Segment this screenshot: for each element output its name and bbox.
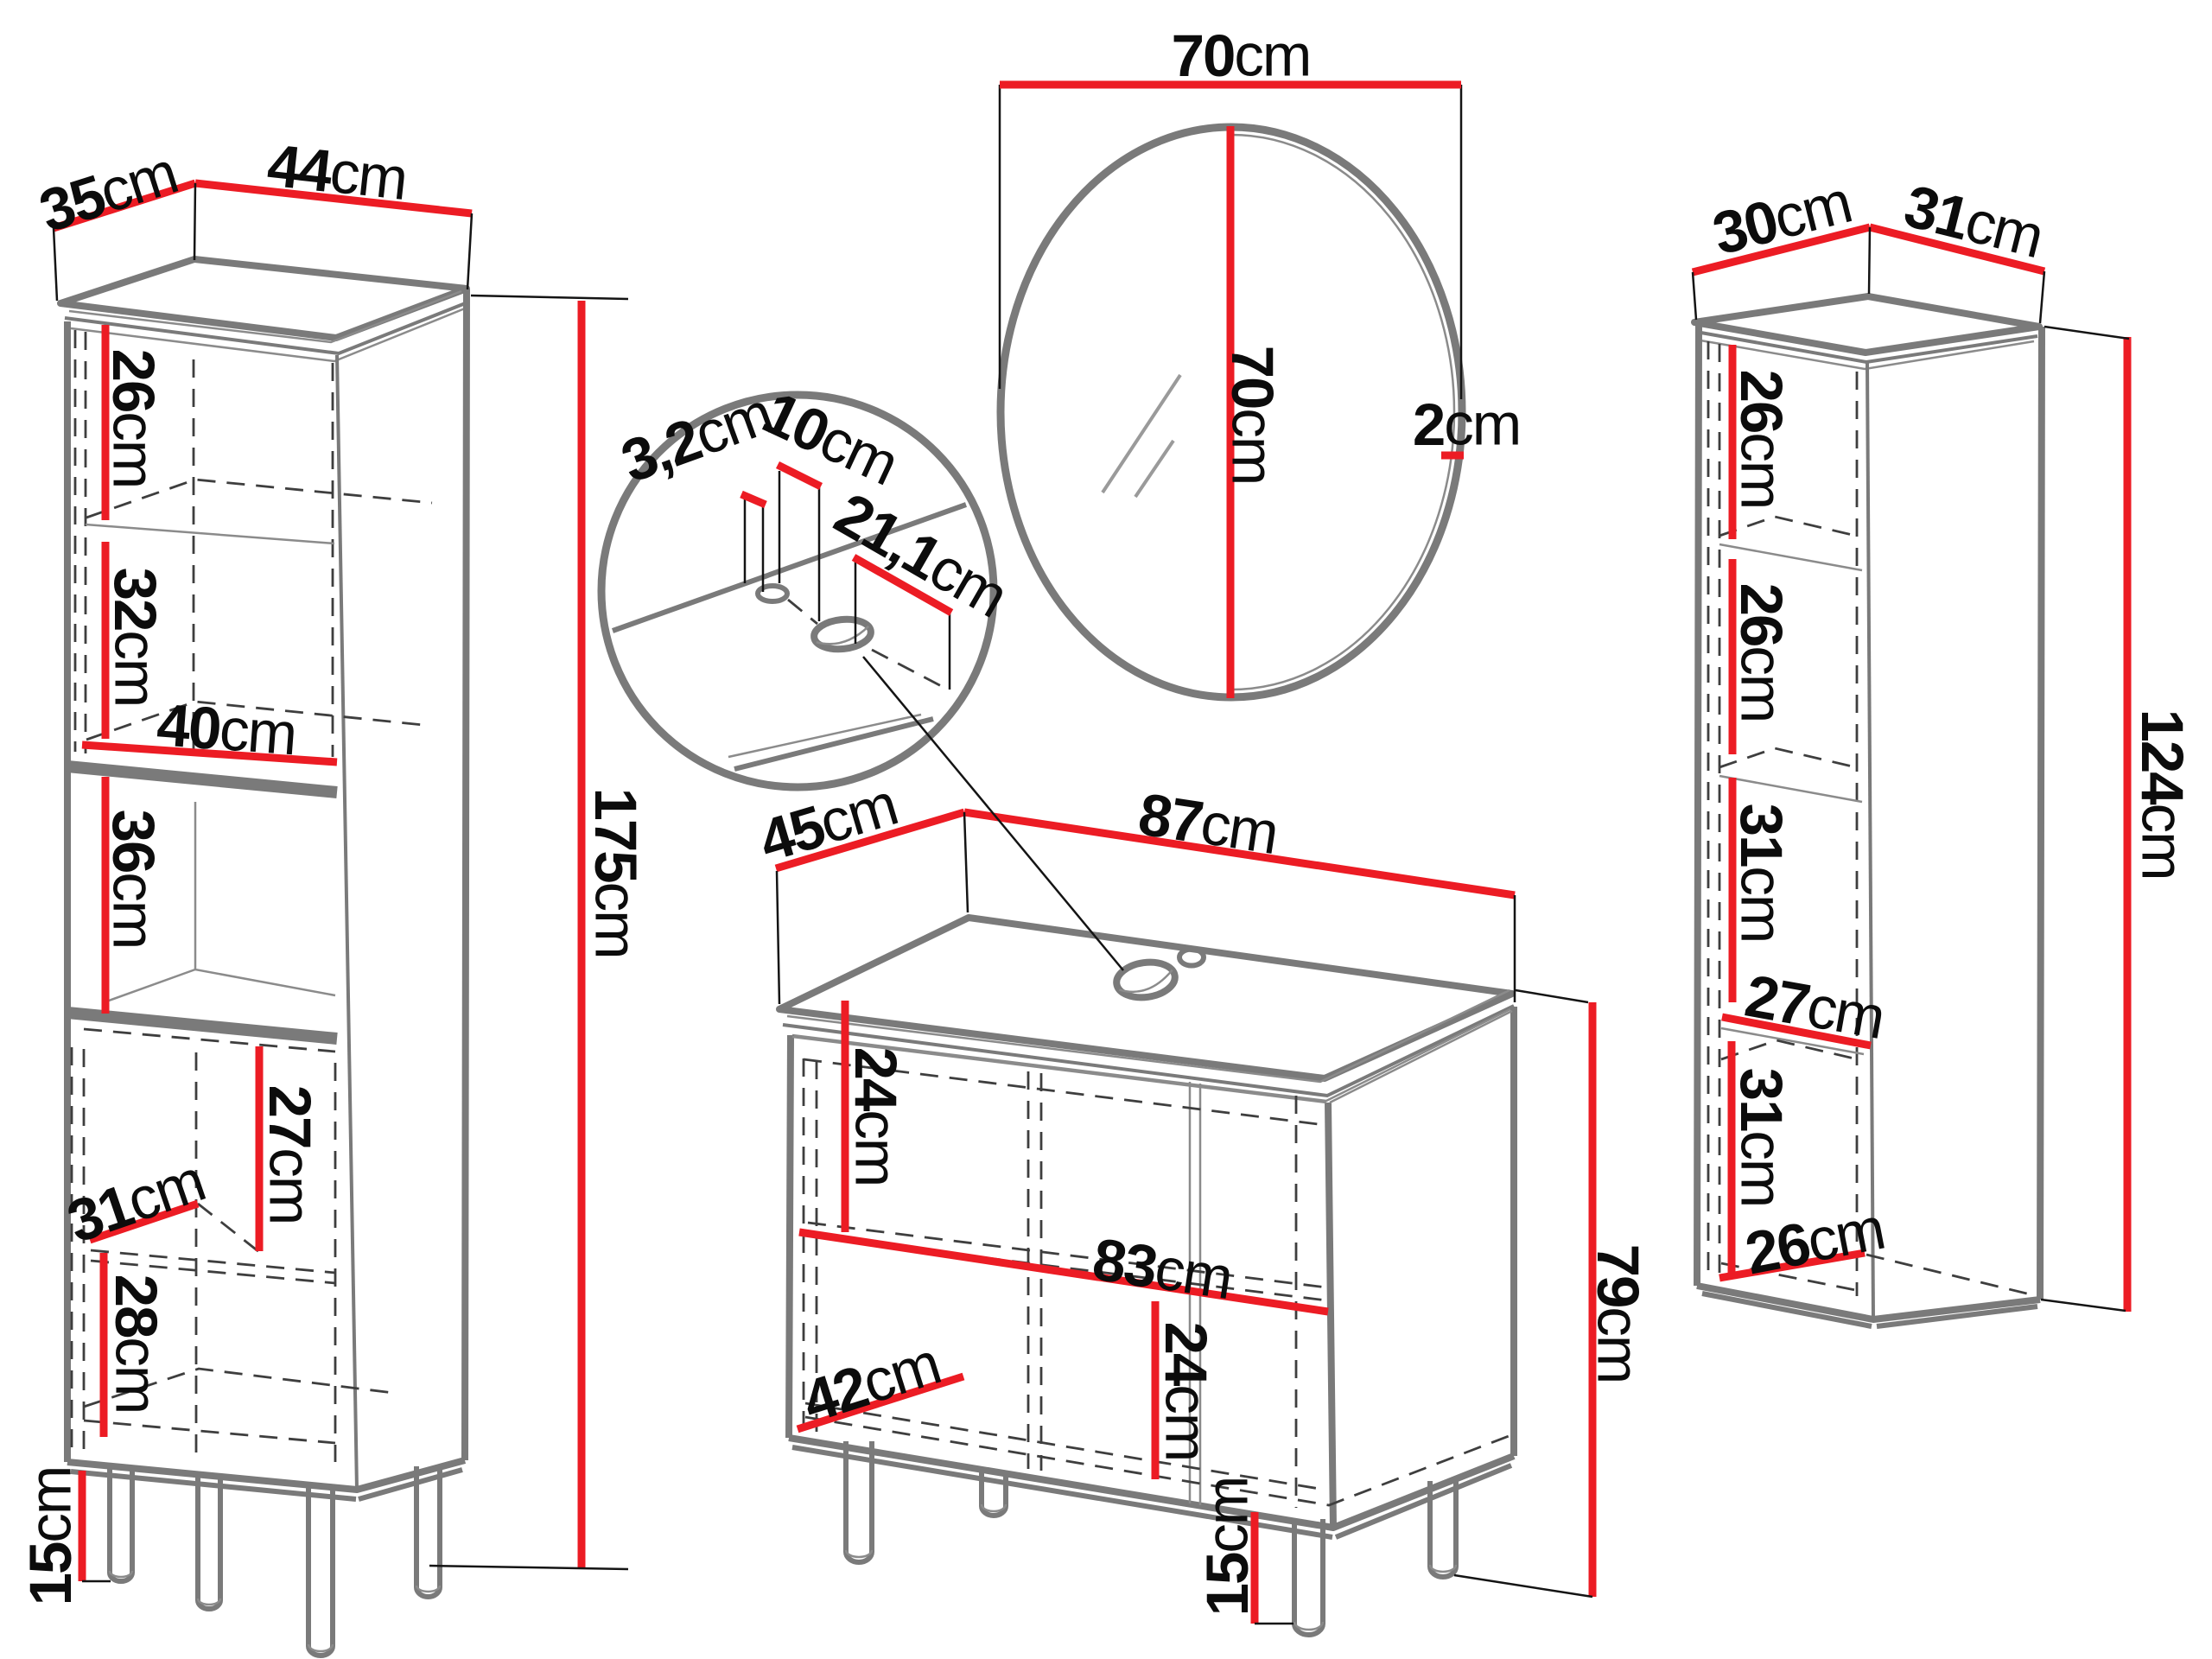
svg-text:70cm: 70cm	[1220, 346, 1287, 485]
svg-text:32cm: 32cm	[103, 568, 169, 707]
svg-text:79cm: 79cm	[1586, 1244, 1652, 1383]
svg-text:15cm: 15cm	[1194, 1478, 1261, 1617]
svg-text:124cm: 124cm	[2130, 709, 2196, 879]
svg-text:24cm: 24cm	[1154, 1322, 1220, 1461]
svg-text:24cm: 24cm	[843, 1047, 910, 1186]
svg-text:175cm: 175cm	[583, 787, 650, 957]
svg-text:26cm: 26cm	[1740, 1195, 1889, 1287]
svg-text:26cm: 26cm	[1729, 583, 1796, 722]
svg-text:15cm: 15cm	[17, 1467, 84, 1606]
svg-text:28cm: 28cm	[104, 1274, 170, 1414]
svg-text:2cm: 2cm	[1413, 391, 1520, 458]
svg-text:31cm: 31cm	[1729, 1068, 1796, 1207]
svg-text:26cm: 26cm	[101, 349, 168, 488]
svg-text:44cm: 44cm	[264, 131, 410, 213]
svg-text:70cm: 70cm	[1172, 22, 1311, 89]
svg-text:87cm: 87cm	[1135, 780, 1281, 867]
svg-text:31cm: 31cm	[1729, 804, 1796, 943]
svg-text:36cm: 36cm	[101, 810, 168, 949]
svg-text:26cm: 26cm	[1729, 370, 1796, 509]
svg-text:40cm: 40cm	[155, 691, 298, 768]
svg-text:27cm: 27cm	[257, 1085, 324, 1224]
